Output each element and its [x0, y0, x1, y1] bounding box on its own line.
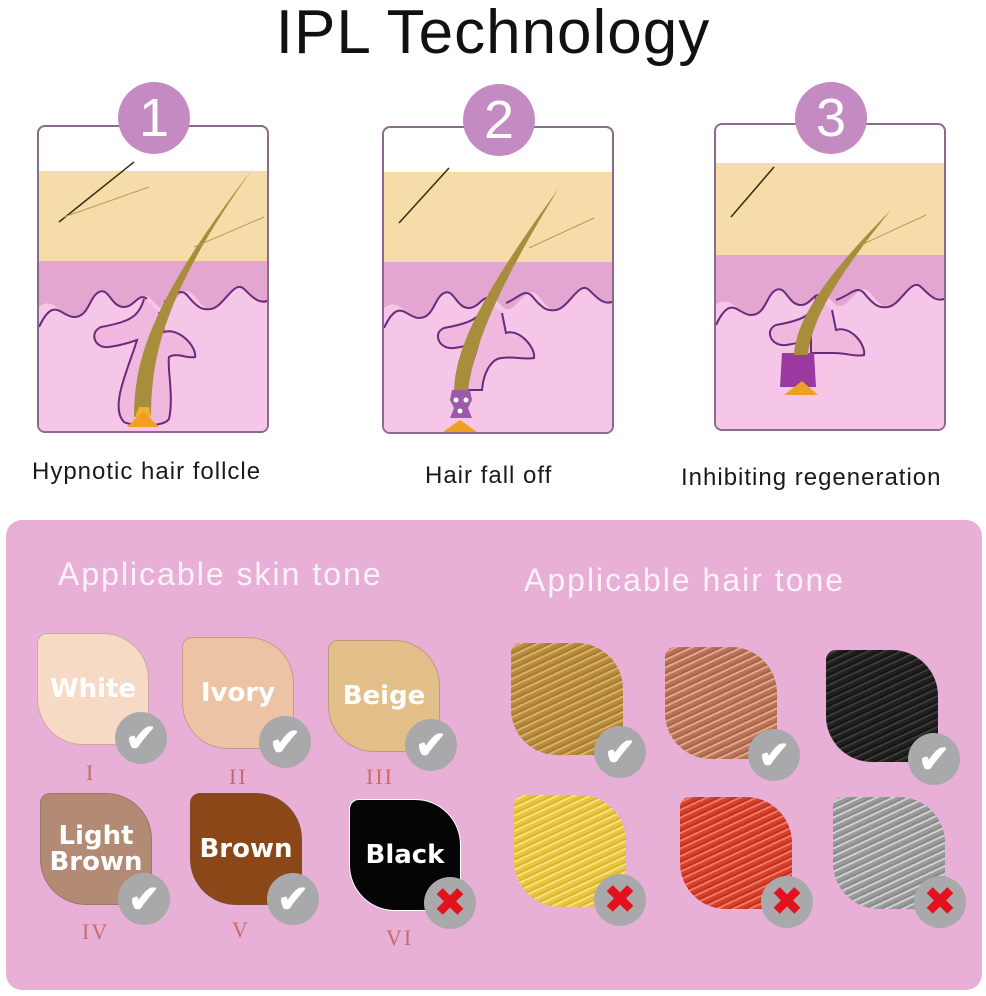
check-icon: ✔ [259, 716, 311, 768]
skin-type-roman: V [232, 917, 250, 942]
applicability-panel [6, 520, 982, 990]
skin-type-roman: IV [82, 919, 110, 944]
check-icon: ✔ [405, 719, 457, 771]
skin-label-light-brown: Light Brown [49, 821, 143, 877]
skin-label-ivory: Ivory [200, 678, 276, 708]
x-mark-icon: ✖ [424, 877, 476, 929]
skin-type-roman: II [229, 764, 248, 789]
skin-label-white: White [49, 674, 137, 704]
step-1-illustration [37, 125, 269, 433]
x-mark-icon: ✖ [914, 876, 966, 928]
check-icon: ✔ [118, 873, 170, 925]
step-3-illustration [714, 123, 946, 431]
skin-type-roman: I [86, 760, 96, 785]
step-3-caption: Inhibiting regeneration [681, 464, 942, 491]
check-icon: ✔ [594, 726, 646, 778]
step-1-badge: 1 [118, 82, 190, 154]
x-mark-icon: ✖ [761, 876, 813, 928]
check-icon: ✔ [908, 733, 960, 785]
skin-label-black: Black [365, 840, 445, 870]
hair-follicle-diagram-2 [384, 167, 612, 432]
page-title: IPL Technology [275, 0, 711, 67]
hair-follicle-diagram-1 [39, 161, 267, 431]
skin-label-brown: Brown [199, 834, 293, 864]
check-icon: ✔ [748, 729, 800, 781]
skin-type-roman: III [366, 764, 394, 789]
check-icon: ✔ [115, 712, 167, 764]
skin-label-beige: Beige [342, 681, 426, 711]
step-2-badge: 2 [463, 84, 535, 156]
skin-type-roman: VI [386, 925, 414, 950]
skin-swatch-black: Black [349, 799, 461, 911]
check-icon: ✔ [267, 873, 319, 925]
step-2-illustration [382, 126, 614, 434]
step-1-caption: Hypnotic hair follcle [32, 458, 262, 485]
step-3-badge: 3 [795, 82, 867, 154]
step-2-caption: Hair fall off [425, 462, 553, 489]
hair-follicle-diagram-3 [716, 163, 944, 429]
hair-tone-title: Applicable hair tone [524, 562, 846, 598]
skin-tone-title: Applicable skin tone [58, 556, 383, 592]
x-mark-icon: ✖ [594, 874, 646, 926]
